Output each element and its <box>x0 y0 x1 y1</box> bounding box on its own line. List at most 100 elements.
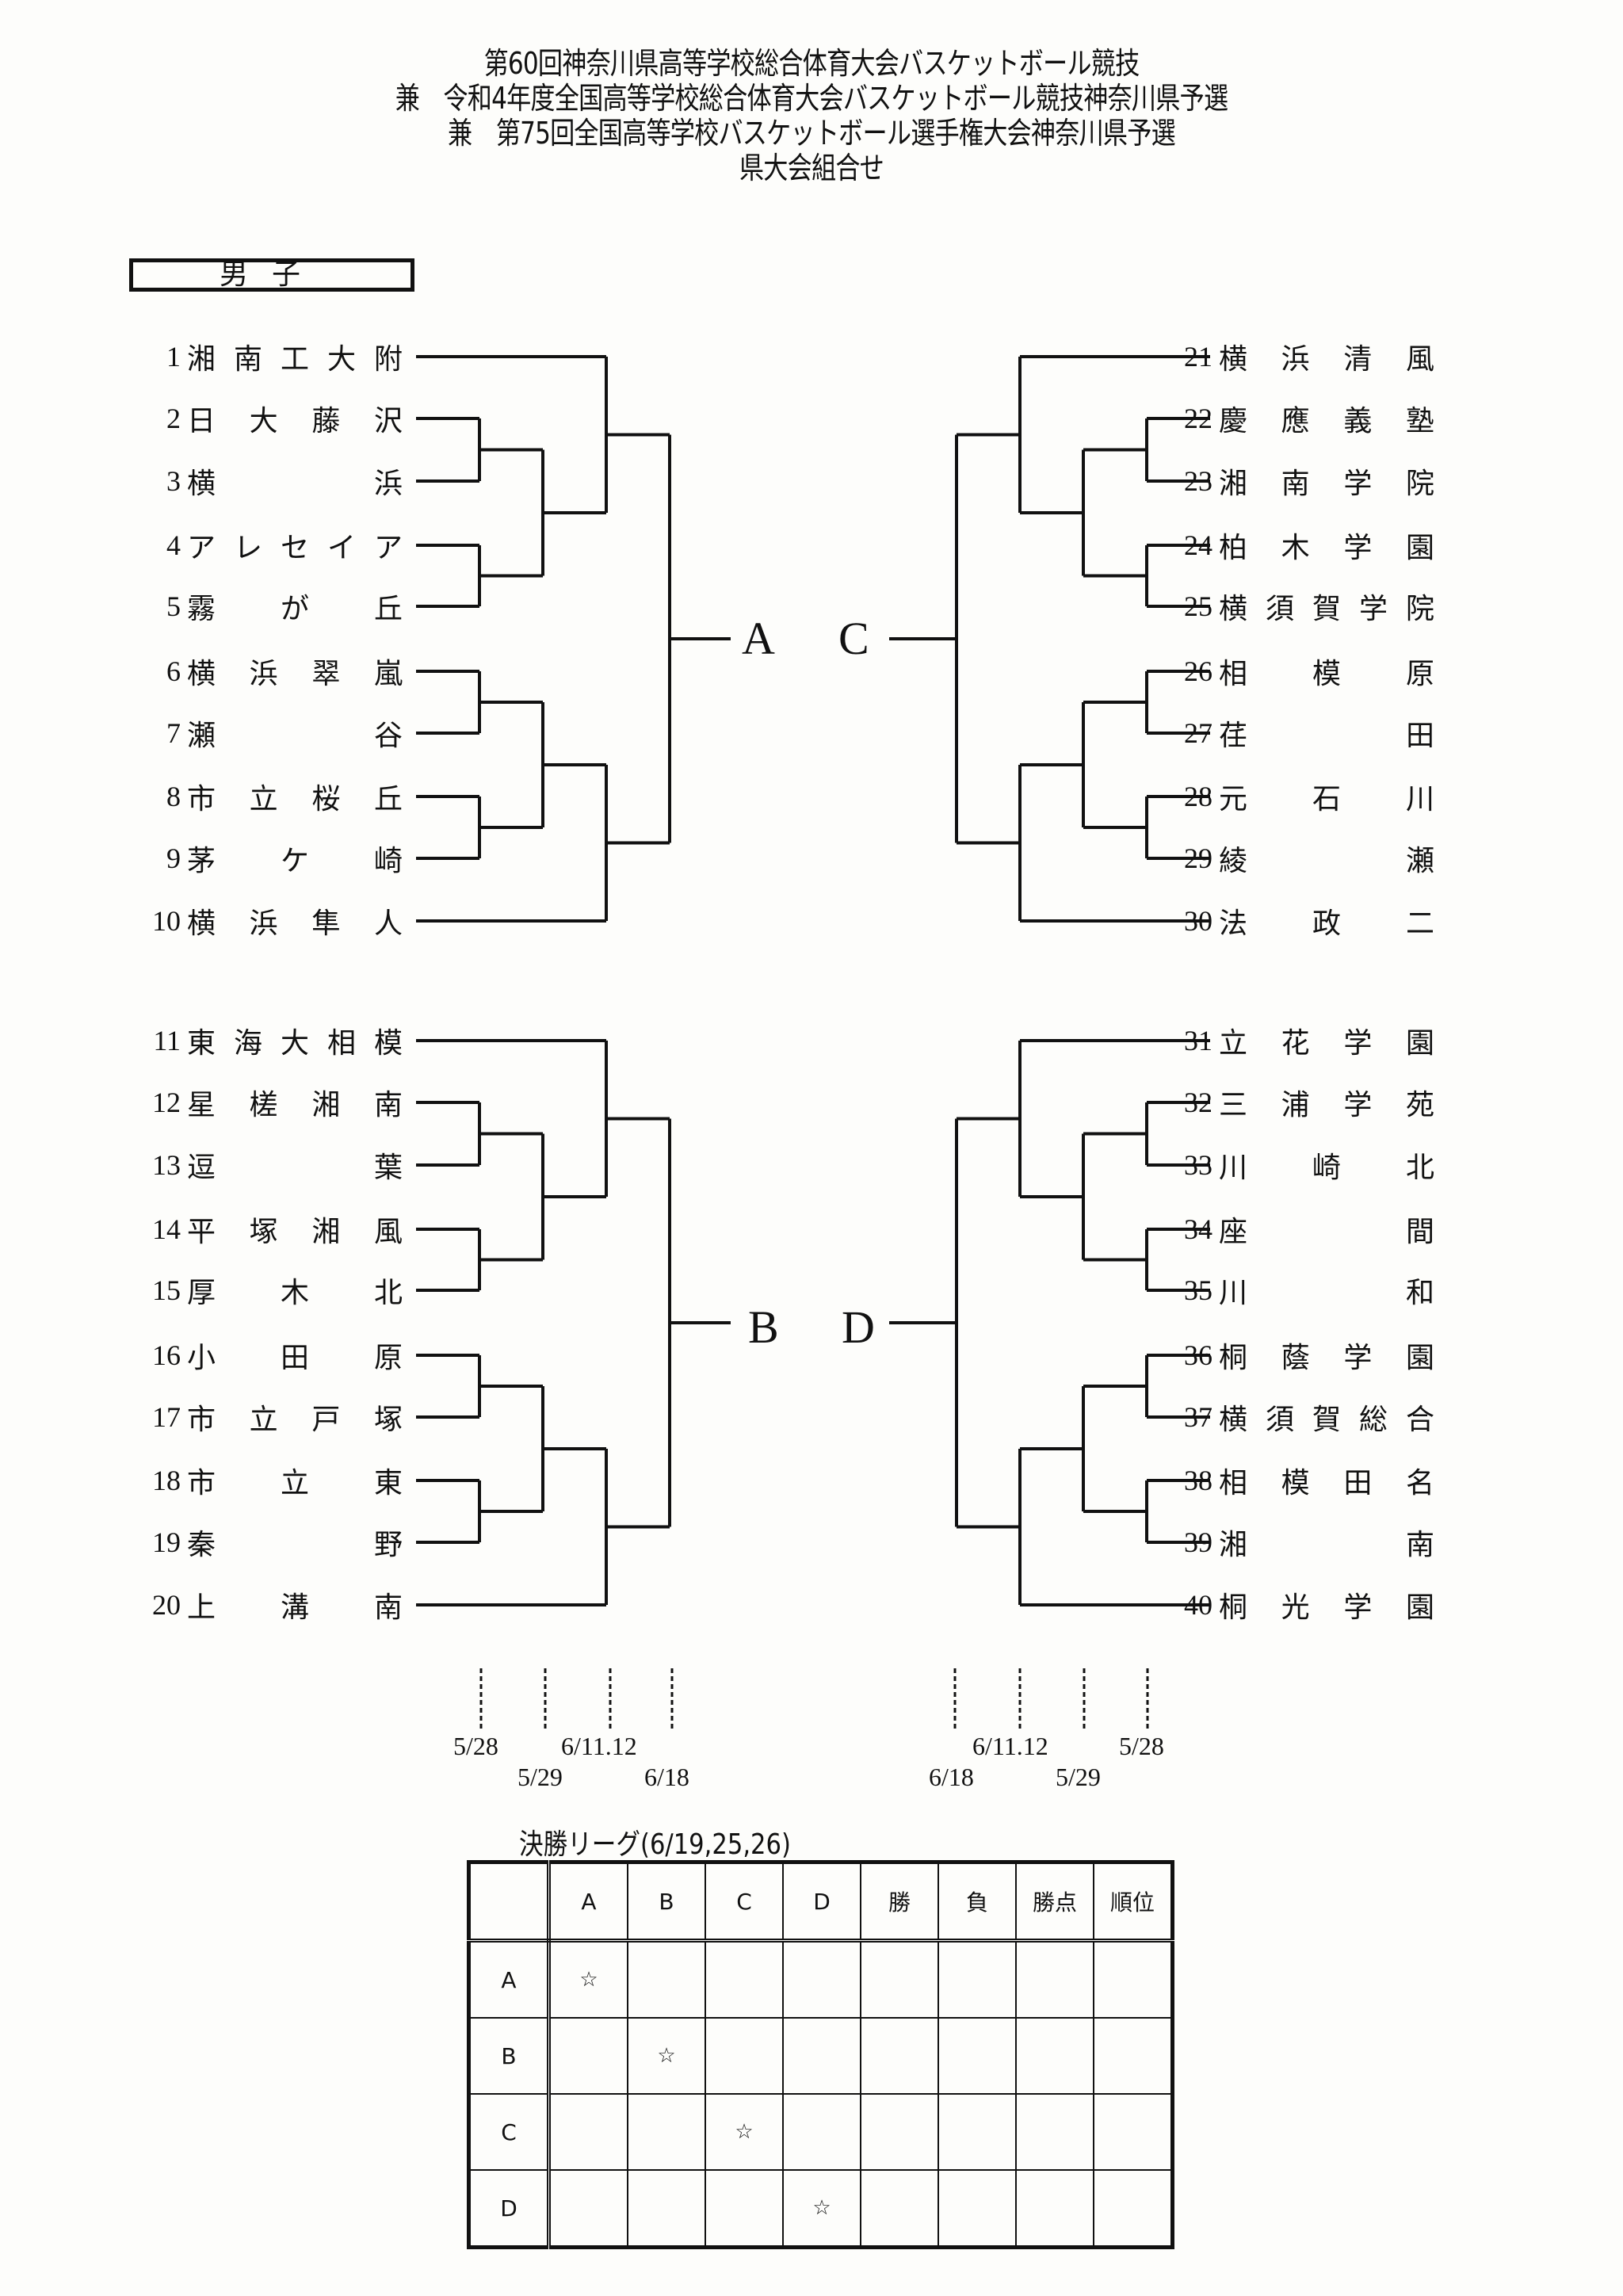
team-name: 川和 <box>1219 1270 1434 1311</box>
team-name-char: 野 <box>373 1529 403 1561</box>
team-number: 5 <box>166 590 181 622</box>
team-name: 霧が丘 <box>187 586 403 627</box>
team-name-char: 湘 <box>187 343 216 376</box>
team-name-char: 園 <box>1405 532 1434 564</box>
team-name: 東海大相模 <box>187 1020 403 1061</box>
team-name-char: 湘 <box>1219 1529 1248 1561</box>
team-name-char: 慶 <box>1219 405 1248 437</box>
team-number: 15 <box>152 1274 181 1306</box>
team-number: 29 <box>1184 842 1212 874</box>
team-name-char: 横 <box>187 468 216 500</box>
team-name-char: 相 <box>327 1027 356 1060</box>
team-name-char: 沢 <box>373 405 403 437</box>
team-name-char: 須 <box>1265 1404 1294 1436</box>
team-name-char: 戸 <box>311 1404 341 1436</box>
league-cell <box>705 2169 784 2248</box>
final-league-title: 決勝リーグ(6/19,25,26) <box>519 1828 791 1861</box>
league-cell <box>548 2017 628 2095</box>
team-name-char: 綾 <box>1219 845 1248 877</box>
league-cell <box>1093 2169 1174 2248</box>
team-number: 18 <box>152 1465 181 1496</box>
team-number: 12 <box>152 1087 181 1118</box>
league-cell <box>860 2093 939 2171</box>
team-name-char: 北 <box>373 1277 403 1309</box>
team-name-char: 賀 <box>1312 593 1341 625</box>
team-name-char: 風 <box>1405 343 1434 376</box>
team-name-char: 須 <box>1265 593 1294 625</box>
round-date-right-3: 5/29 <box>1056 1763 1101 1791</box>
team-name-char: 学 <box>1343 1089 1373 1121</box>
team-name: 横浜清風 <box>1219 336 1434 377</box>
team-name: 湘南 <box>1219 1522 1434 1563</box>
team-name-char: イ <box>327 532 356 564</box>
pool-label-a: A <box>742 613 775 664</box>
team-name-char: ア <box>373 532 403 564</box>
round-date-left-4: 6/18 <box>644 1763 689 1791</box>
team-name-char: 立 <box>249 1404 278 1436</box>
team-number: 21 <box>1184 341 1212 372</box>
team-name-char: 桐 <box>1219 1342 1248 1374</box>
league-col-header: A <box>548 1861 628 1943</box>
league-cell <box>627 2093 706 2171</box>
team-number: 38 <box>1184 1465 1212 1496</box>
team-name-char: 霧 <box>187 593 216 625</box>
team-name-char: 二 <box>1405 907 1434 940</box>
team-name-char: 嵐 <box>373 658 403 690</box>
team-name-char: 南 <box>1405 1529 1434 1561</box>
league-cell <box>1093 2093 1174 2171</box>
final-league-table: A B C D 勝 負 勝点 順位 A☆B☆C☆D☆ <box>467 1860 1174 2249</box>
league-cell <box>705 2017 784 2095</box>
team-name-char: 川 <box>1405 783 1434 816</box>
team-name: 市立戸塚 <box>187 1396 403 1438</box>
league-row-header: C <box>468 2093 551 2171</box>
team-name: 茅ケ崎 <box>187 838 403 879</box>
team-name-char: 附 <box>373 343 403 376</box>
team-name-char: 南 <box>373 1089 403 1121</box>
team-number: 34 <box>1184 1213 1212 1245</box>
team-name-char: 横 <box>1219 1404 1248 1436</box>
team-number: 24 <box>1184 529 1212 561</box>
team-name-char: 人 <box>373 907 403 940</box>
round-date-right-1: 6/18 <box>929 1763 974 1791</box>
league-cell <box>938 1939 1017 2019</box>
team-name-char: 浦 <box>1281 1089 1310 1121</box>
team-name-char: ア <box>187 532 216 564</box>
section-label-boys: 男子 <box>129 258 414 292</box>
league-col-header: C <box>705 1861 784 1943</box>
team-name-char: 溝 <box>280 1591 309 1624</box>
team-number: 11 <box>153 1025 181 1056</box>
team-name-char: 相 <box>1219 1467 1248 1499</box>
team-number: 9 <box>166 842 181 874</box>
team-name-char: 模 <box>373 1027 403 1060</box>
round-date-left-1: 5/28 <box>453 1732 498 1760</box>
team-name-char: 座 <box>1219 1216 1248 1248</box>
league-row: C☆ <box>468 2093 1174 2171</box>
league-col-header: 勝点 <box>1015 1861 1094 1943</box>
league-row: A☆ <box>468 1939 1174 2019</box>
team-number: 3 <box>166 465 181 497</box>
team-number: 19 <box>152 1526 181 1558</box>
team-name-char: 市 <box>187 1404 216 1436</box>
team-number: 7 <box>166 717 181 749</box>
team-name: 桐蔭学園 <box>1219 1335 1434 1376</box>
team-name-char: 光 <box>1281 1591 1310 1624</box>
team-name: 柏木学園 <box>1219 525 1434 566</box>
team-name-char: 湘 <box>311 1216 341 1248</box>
team-name-char: 北 <box>1405 1152 1434 1184</box>
league-cell <box>1015 2169 1094 2248</box>
league-cell <box>1015 2017 1094 2095</box>
league-row-header: D <box>468 2169 551 2248</box>
team-number: 13 <box>152 1149 181 1181</box>
